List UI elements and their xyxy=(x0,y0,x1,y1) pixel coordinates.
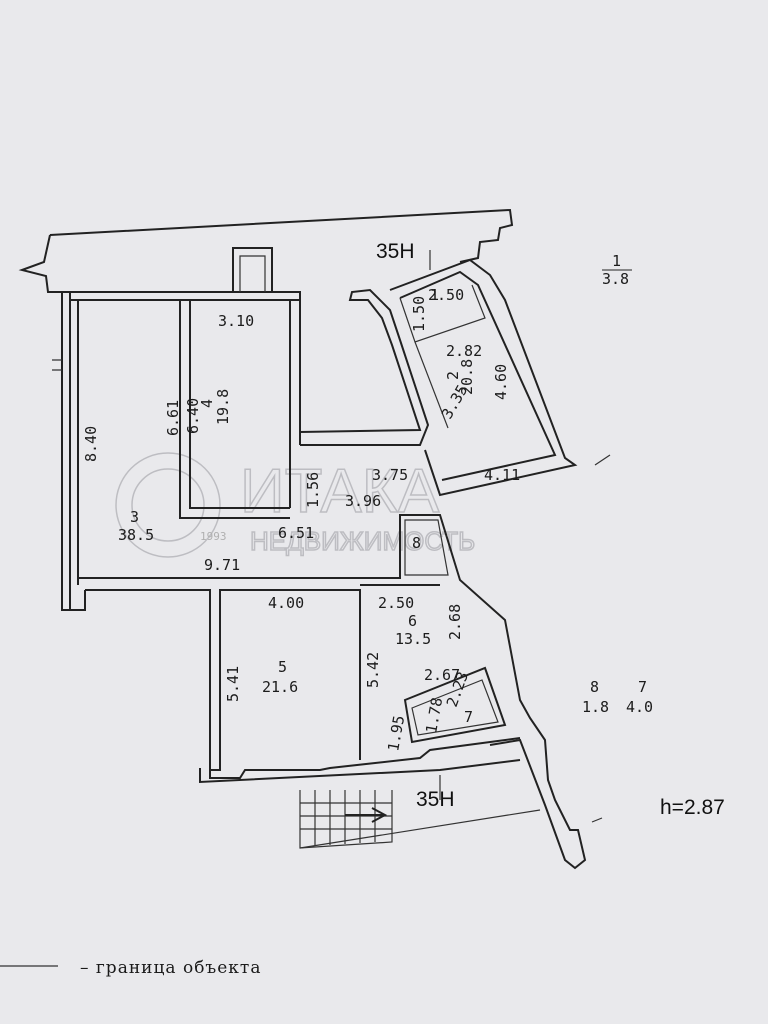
outside-area-7-size: 4.0 xyxy=(626,698,653,716)
room-8-number: 8 xyxy=(412,534,421,552)
dim-4-00: 4.00 xyxy=(268,594,304,612)
room-2-area: 20.8 xyxy=(458,359,476,395)
room-6-area: 13.5 xyxy=(395,630,431,648)
dim-6-51: 6.51 xyxy=(278,524,314,542)
legend-text: – граница объекта xyxy=(80,958,261,978)
room-4-number: 4 xyxy=(198,399,216,408)
dim-2-82: 2.82 xyxy=(446,342,482,360)
dim-6-61: 6.61 xyxy=(164,400,182,436)
room-1-number: 1 xyxy=(430,286,439,304)
section-mark-bottom: 35Н xyxy=(416,788,455,811)
dim-2-50-top: 2.50 xyxy=(428,286,464,304)
room-5-number: 5 xyxy=(278,658,287,676)
room-2-number: 2 xyxy=(444,371,462,380)
walls xyxy=(18,208,611,870)
dim-3-10: 3.10 xyxy=(218,312,254,330)
dim-5-42: 5.42 xyxy=(364,652,382,688)
watermark-sub: НЕДВИЖИМОСТЬ xyxy=(250,526,475,556)
dim-9-71: 9.71 xyxy=(204,556,240,574)
room-3-number: 3 xyxy=(130,508,139,526)
dim-5-41: 5.41 xyxy=(224,666,242,702)
dim-4-11: 4.11 xyxy=(484,466,520,484)
dim-1-50: 1.50 xyxy=(410,296,428,332)
dim-2-67: 2.67 xyxy=(424,666,460,684)
dim-2-68: 2.68 xyxy=(446,604,464,640)
watermark-year: 1993 xyxy=(200,530,227,543)
dim-1-78: 1.78 xyxy=(422,696,446,735)
room-6-number: 6 xyxy=(408,612,417,630)
stairs-arrow-icon xyxy=(345,807,388,823)
section-mark-top: 35Н xyxy=(376,240,415,263)
room-3-area: 38.5 xyxy=(118,526,154,544)
dim-8-40: 8.40 xyxy=(82,426,100,462)
ceiling-height: h=2.87 xyxy=(660,796,725,819)
outside-area-1-number: 1 xyxy=(612,252,621,270)
room-4-area: 19.8 xyxy=(214,389,232,425)
outside-area-8-size: 1.8 xyxy=(582,698,609,716)
dim-6-40: 6.40 xyxy=(184,398,202,434)
watermark-logo-icon xyxy=(115,452,221,558)
outside-area-8-number: 8 xyxy=(590,678,599,696)
dim-4-60: 4.60 xyxy=(492,364,510,400)
dim-2-50-bottom: 2.50 xyxy=(378,594,414,612)
stairs xyxy=(299,790,541,849)
outside-area-1-size: 3.8 xyxy=(602,270,629,288)
room-7-number: 7 xyxy=(464,708,473,726)
outside-area-7-number: 7 xyxy=(638,678,647,696)
dim-3-75: 3.75 xyxy=(372,466,408,484)
dim-3-96: 3.96 xyxy=(345,492,381,510)
dim-1-56: 1.56 xyxy=(304,472,322,508)
room-5-area: 21.6 xyxy=(262,678,298,696)
dim-1-95: 1.95 xyxy=(384,714,408,753)
